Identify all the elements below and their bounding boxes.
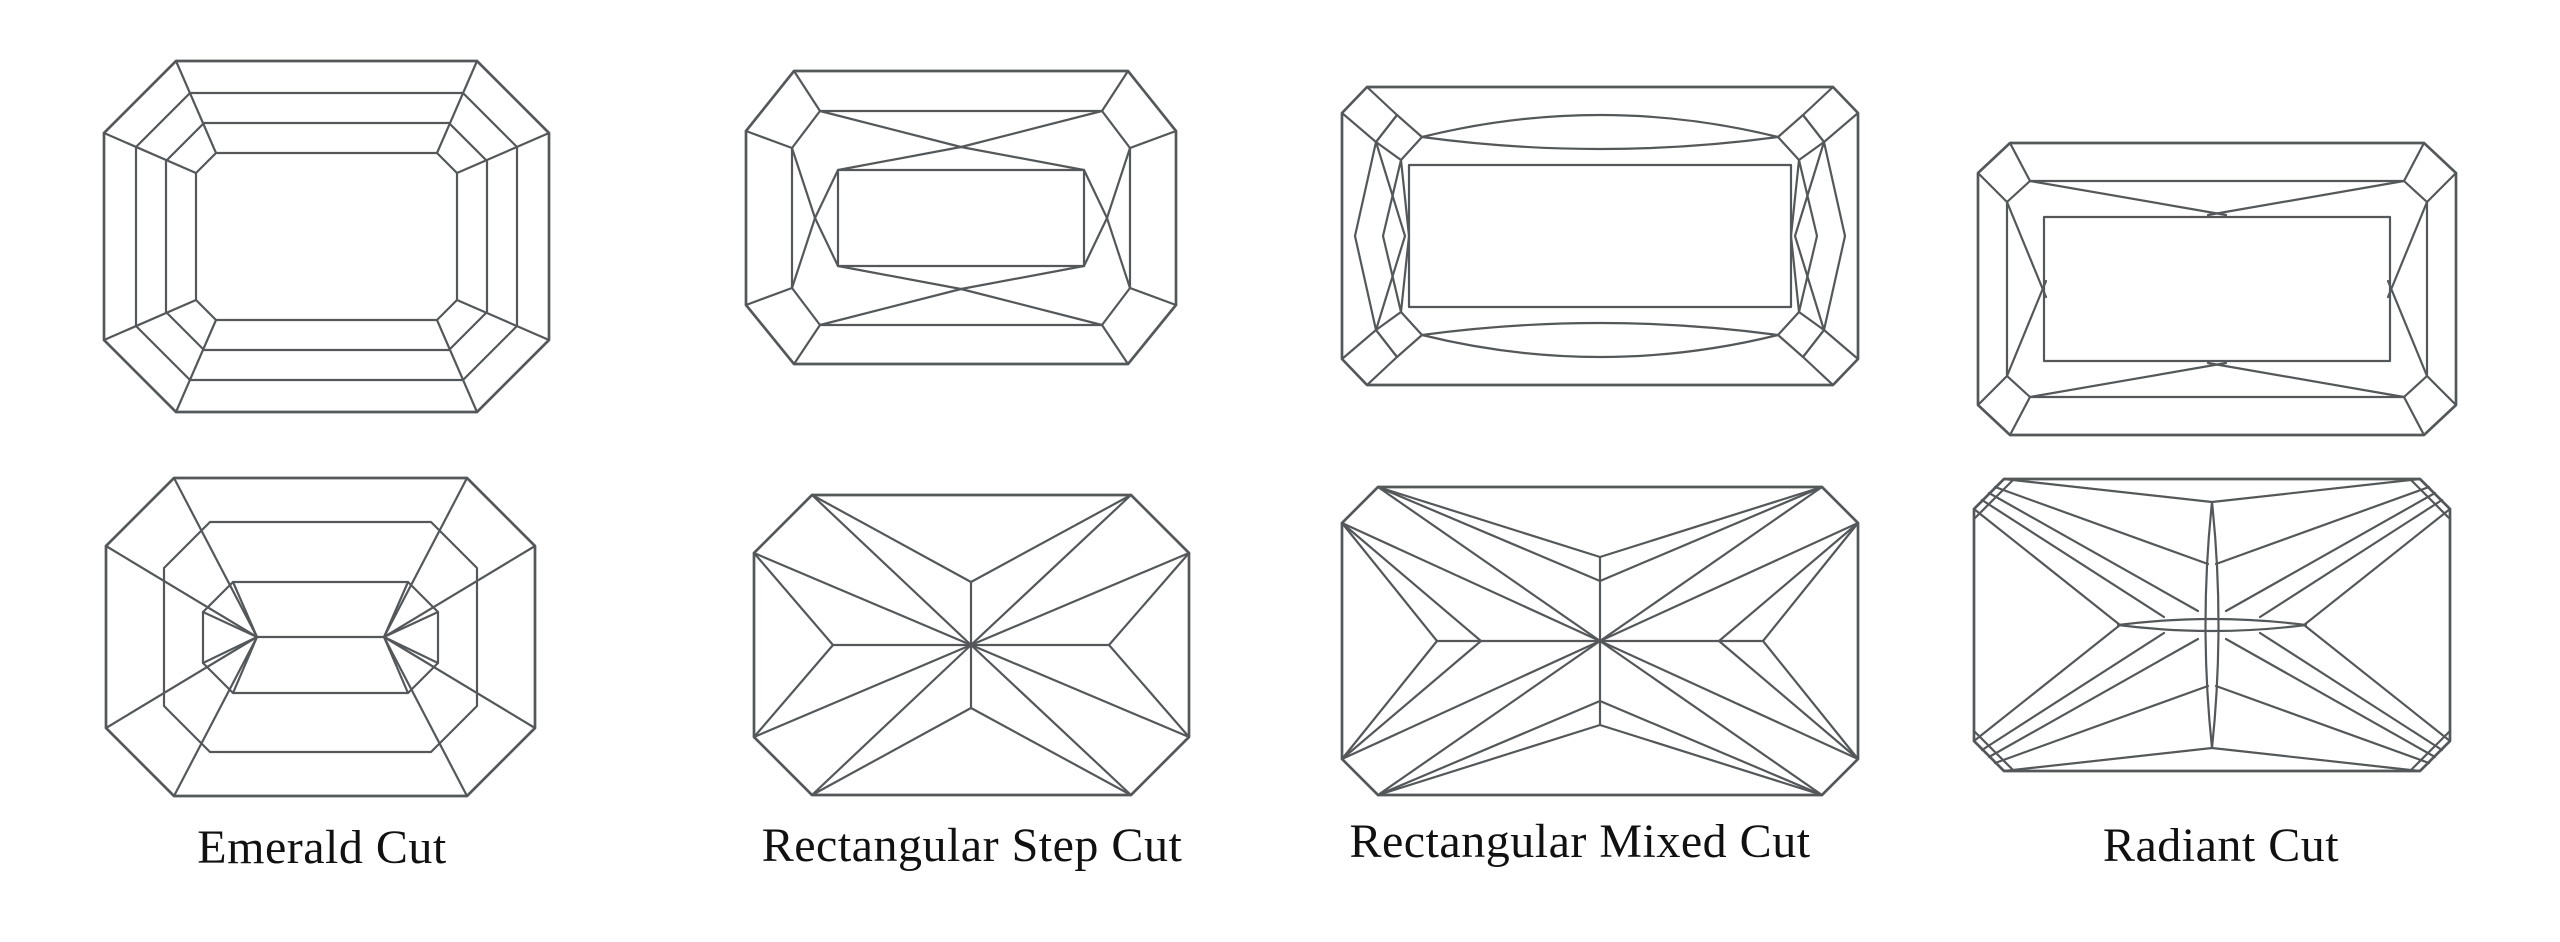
radiant-cut-pavilion-svg <box>1972 477 2452 773</box>
girdle-outline <box>1972 477 2452 773</box>
rectangular-mixed-cut-crown-svg <box>1340 85 1860 387</box>
caption-rectangular-step-cut: Rectangular Step Cut <box>761 819 1183 872</box>
girdle-outline <box>1976 141 2458 437</box>
radiant-cut-crown-svg <box>1976 141 2458 437</box>
rectangular-mixed-cut-pavilion-svg <box>1340 485 1860 797</box>
caption-radiant-cut: Radiant Cut <box>2102 819 2340 872</box>
girdle-outline <box>744 69 1178 366</box>
lens-facets <box>1420 113 1780 359</box>
pavilion-star-facets <box>752 493 1191 797</box>
pavilion-fan-facets <box>1340 485 1860 797</box>
rectangular-step-cut-crown-drawing <box>743 64 1179 372</box>
caption-rectangular-mixed-cut: Rectangular Mixed Cut <box>1349 815 1811 868</box>
radiant-cut-pavilion-drawing <box>1968 474 2456 776</box>
pavilion-fan-facets <box>1972 477 2452 773</box>
rectangular-step-cut-crown-svg <box>744 69 1178 366</box>
center-petal-facets <box>2116 500 2308 750</box>
table-facet <box>2042 215 2392 363</box>
caption-emerald-cut: Emerald Cut <box>197 821 447 874</box>
radiant-cut-crown-drawing <box>1968 131 2466 441</box>
corner-kite-facets <box>1340 85 1860 387</box>
crown-bowtie-facets <box>790 109 1132 327</box>
step-ring <box>134 91 519 382</box>
pavilion-fan-facets <box>104 476 537 798</box>
side-diamond-facets <box>1353 140 1847 332</box>
rectangular-mixed-cut-crown-drawing <box>1339 80 1861 392</box>
corner-kite-facets <box>744 69 1178 366</box>
table-facet <box>1407 163 1793 309</box>
crossed-crown-facets <box>2005 179 2429 399</box>
bezel-facets <box>2005 179 2429 399</box>
table-facet <box>194 151 459 322</box>
emerald-cut-crown-svg <box>102 59 551 414</box>
table-facet <box>836 168 1086 268</box>
emerald-cut-pavilion-svg <box>104 476 537 798</box>
girdle-outline <box>1340 85 1860 387</box>
step-ring <box>164 121 489 352</box>
rectangular-mixed-cut-pavilion-drawing <box>1339 482 1861 800</box>
rectangular-step-cut-pavilion-drawing <box>751 490 1192 800</box>
emerald-cut-pavilion-drawing <box>102 474 539 800</box>
rectangular-step-cut-pavilion-svg <box>752 493 1191 797</box>
bezel-facets <box>790 109 1132 327</box>
corner-kite-facets <box>1976 141 2458 437</box>
step-ring <box>162 520 479 754</box>
emerald-cut-crown-drawing <box>100 57 553 416</box>
corner-facet-rails <box>102 59 551 414</box>
corner-chamfer-facets <box>1972 477 2452 773</box>
